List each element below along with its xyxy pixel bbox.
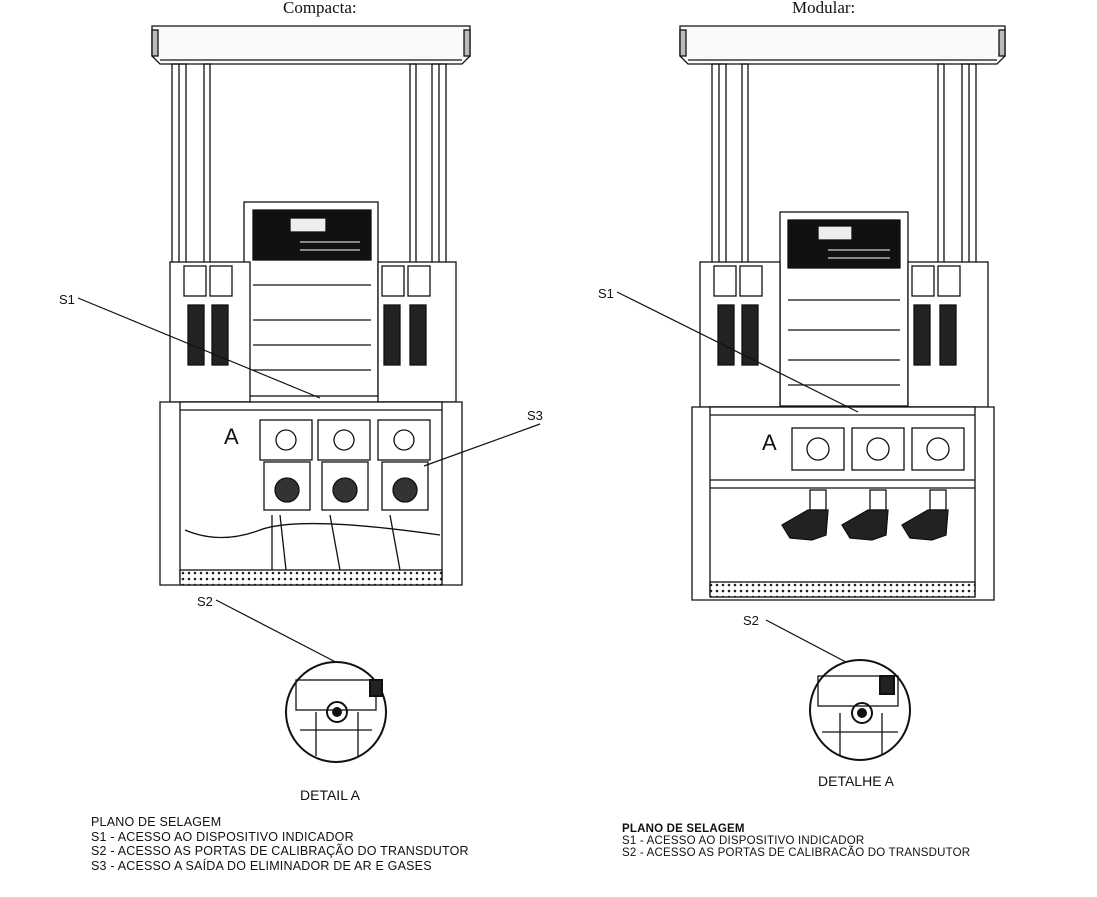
left-callout-s3: S3 bbox=[527, 408, 543, 423]
right-legend: PLANO DE SELAGEM S1 - ACESSO AO DISPOSIT… bbox=[622, 823, 970, 859]
left-legend: PLANO DE SELAGEM S1 - ACESSO AO DISPOSIT… bbox=[91, 815, 469, 873]
right-legend-line-s1: S1 - ACESSO AO DISPOSITIVO INDICADOR bbox=[622, 835, 865, 847]
left-callout-s1: S1 bbox=[59, 292, 75, 307]
compacta-title: Compacta: bbox=[283, 0, 357, 17]
left-legend-heading: PLANO DE SELAGEM bbox=[91, 815, 222, 829]
left-detail-label: DETAIL A bbox=[300, 787, 360, 803]
right-zone-letter: A bbox=[762, 430, 777, 455]
left-legend-line-s1: S1 - ACESSO AO DISPOSITIVO INDICADOR bbox=[91, 829, 354, 844]
left-legend-line-s3: S3 - ACESSO A SAÍDA DO ELIMINADOR DE AR … bbox=[91, 858, 432, 873]
right-callout-s2: S2 bbox=[743, 613, 759, 628]
right-detail-circle bbox=[809, 659, 911, 761]
right-legend-line-s2: S2 - ACESSO AS PORTAS DE CALIBRACÃO DO T… bbox=[622, 847, 971, 859]
left-zone-letter: A bbox=[224, 424, 239, 449]
modular-title: Modular: bbox=[792, 0, 856, 17]
modular-dispenser bbox=[679, 25, 1006, 601]
right-callout-s1: S1 bbox=[598, 286, 614, 301]
left-detail-circle bbox=[285, 661, 387, 763]
left-legend-line-s2: S2 - ACESSO AS PORTAS DE CALIBRAÇÃO DO T… bbox=[91, 844, 469, 858]
right-detail-label: DETALHE A bbox=[818, 773, 894, 789]
left-callout-s2: S2 bbox=[197, 594, 213, 609]
compacta-dispenser bbox=[151, 25, 471, 586]
right-legend-heading: PLANO DE SELAGEM bbox=[622, 823, 745, 835]
